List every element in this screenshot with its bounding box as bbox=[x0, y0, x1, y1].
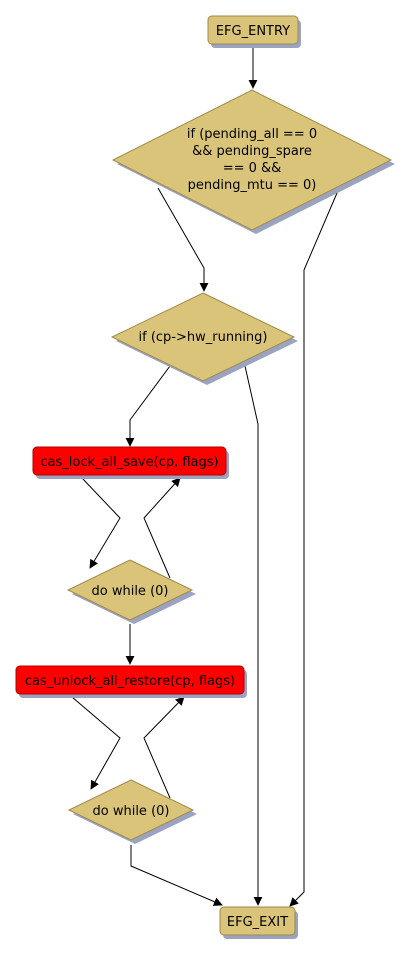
edge-cond-pending-to-cond-hw-running bbox=[157, 187, 209, 292]
loop1-label: do while (0) bbox=[92, 584, 169, 599]
loop1-diamond bbox=[66, 559, 194, 621]
exit-node-box bbox=[219, 906, 296, 936]
exit-node: EFG_EXIT bbox=[219, 906, 298, 939]
edge-cond-hw-running-to-lock bbox=[125, 365, 171, 447]
edge-loop1-back-to-lock bbox=[143, 477, 181, 579]
unlock-call-node: cas_unlock_all_restore(cp, flags) bbox=[15, 665, 247, 698]
cond-pending-line-4: pending_mtu == 0) bbox=[188, 178, 317, 193]
edge-lock-to-loop1 bbox=[81, 477, 121, 569]
cond-hw-running-diamond bbox=[110, 292, 296, 382]
loop2-node: do while (0) bbox=[67, 779, 197, 844]
cond-pending-node: if (pending_all == 0 && pending_spare ==… bbox=[111, 89, 395, 234]
exit-node-label: EFG_EXIT bbox=[227, 915, 288, 930]
cond-pending-line-2: && pending_spare bbox=[192, 144, 312, 159]
lock-call-node: cas_lock_all_save(cp, flags) bbox=[32, 446, 229, 479]
cond-pending-line-1: if (pending_all == 0 bbox=[187, 127, 317, 142]
entry-node-box bbox=[207, 15, 299, 45]
edge-cond-pending-to-exit bbox=[289, 185, 341, 907]
entry-node: EFG_ENTRY bbox=[207, 15, 301, 48]
cond-hw-running-node: if (cp->hw_running) bbox=[110, 292, 298, 385]
cond-hw-running-label: if (cp->hw_running) bbox=[139, 330, 268, 345]
lock-call-label: cas_lock_all_save(cp, flags) bbox=[40, 455, 218, 470]
loop1-node: do while (0) bbox=[66, 559, 196, 624]
edge-cond-hw-running-to-exit bbox=[244, 365, 263, 906]
cond-pending-line-3: == 0 && bbox=[223, 161, 282, 176]
entry-node-label: EFG_ENTRY bbox=[216, 24, 290, 39]
cond-pending-diamond bbox=[111, 89, 393, 231]
unlock-call-label: cas_unlock_all_restore(cp, flags) bbox=[25, 674, 235, 689]
loop2-label: do while (0) bbox=[93, 804, 170, 819]
edge-loop2-to-exit bbox=[130, 845, 223, 906]
edge-loop2-back-to-unlock bbox=[143, 696, 185, 799]
lock-call-box bbox=[32, 446, 227, 476]
loop2-diamond bbox=[67, 779, 195, 841]
edge-unlock-to-loop2 bbox=[71, 696, 121, 790]
unlock-call-box bbox=[15, 665, 245, 695]
edges bbox=[71, 46, 341, 907]
